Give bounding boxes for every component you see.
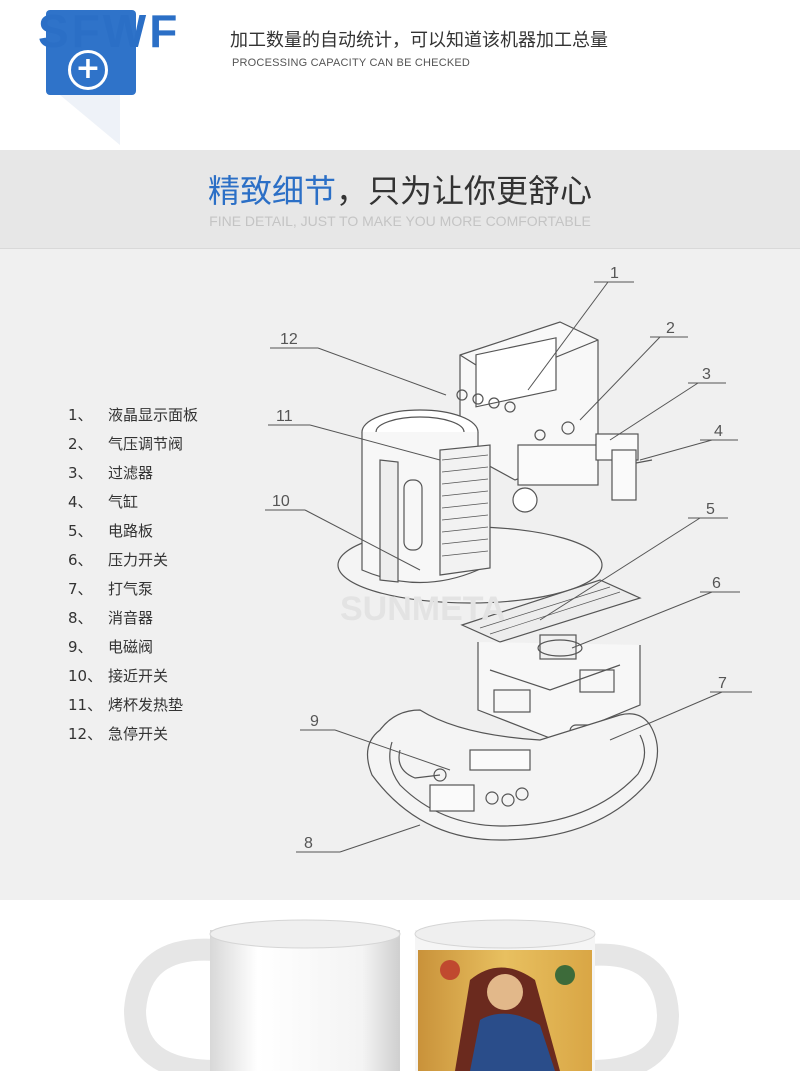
- callout-3: 3: [702, 366, 711, 383]
- callout-5: 5: [706, 501, 715, 518]
- left-mug-handle: [123, 938, 216, 1071]
- part-item: 1、液晶显示面板: [68, 406, 199, 424]
- part-item: 8、消音器: [68, 609, 154, 627]
- brand-logo: + SFWF: [0, 0, 420, 150]
- left-mug-body: [210, 930, 400, 1071]
- part-item: 5、电路板: [68, 522, 154, 540]
- logo-tile: +: [46, 10, 136, 95]
- section-title-accent: 精致细节: [207, 172, 336, 210]
- mugs-photo: [123, 919, 680, 1071]
- header-section: + SFWF 加工数量的自动统计，可以知道该机器加工总量 PROCESSING …: [0, 0, 800, 150]
- callout-1: 1: [610, 265, 619, 282]
- part-item: 12、急停开关: [68, 725, 169, 743]
- part-item: 4、气缸: [68, 493, 139, 511]
- part-item: 9、电磁阀: [68, 638, 154, 656]
- section-title: 精致细节，只为让你更舒心: [0, 172, 800, 210]
- machine-exploded-diagram: SUNMETA 1 2 3 4 5 6 7 8 9 10: [265, 265, 752, 853]
- part-item: 6、压力开关: [68, 551, 169, 569]
- header-line-cn: 加工数量的自动统计，可以知道该机器加工总量: [230, 30, 608, 51]
- part-item: 10、接近开关: [68, 667, 169, 685]
- part-item: 7、打气泵: [68, 580, 154, 598]
- part-item: 3、过滤器: [68, 464, 154, 482]
- callout-9: 9: [310, 713, 319, 730]
- callout-12: 12: [280, 331, 298, 348]
- mugs-section: [0, 900, 800, 1071]
- right-mug-handle: [589, 943, 680, 1071]
- diagram-watermark: SUNMETA: [340, 590, 506, 628]
- part-item: 2、气压调节阀: [68, 435, 184, 453]
- title-band: 精致细节，只为让你更舒心 FINE DETAIL, JUST TO MAKE Y…: [0, 150, 800, 249]
- callout-8: 8: [304, 835, 313, 852]
- parts-list: 1、液晶显示面板 2、气压调节阀 3、过滤器 4、气缸 5、电路板 6、压力开关…: [68, 405, 198, 753]
- section-subtitle: FINE DETAIL, JUST TO MAKE YOU MORE COMFO…: [209, 213, 591, 229]
- section-title-rest: ，只为让你更舒心: [336, 172, 593, 210]
- plus-icon: +: [68, 50, 108, 90]
- callout-6: 6: [712, 575, 721, 592]
- header-line-en: PROCESSING CAPACITY CAN BE CHECKED: [232, 57, 471, 69]
- callout-2: 2: [666, 320, 675, 337]
- callout-4: 4: [714, 423, 723, 440]
- callout-11: 11: [276, 408, 293, 425]
- callout-10: 10: [272, 493, 290, 510]
- logo-text: SFWF: [38, 5, 181, 57]
- detail-section: 精致细节，只为让你更舒心 FINE DETAIL, JUST TO MAKE Y…: [0, 150, 800, 900]
- part-item: 11、烤杯发热垫: [68, 696, 184, 714]
- logo-shadow: [60, 95, 120, 145]
- callout-7: 7: [718, 675, 727, 692]
